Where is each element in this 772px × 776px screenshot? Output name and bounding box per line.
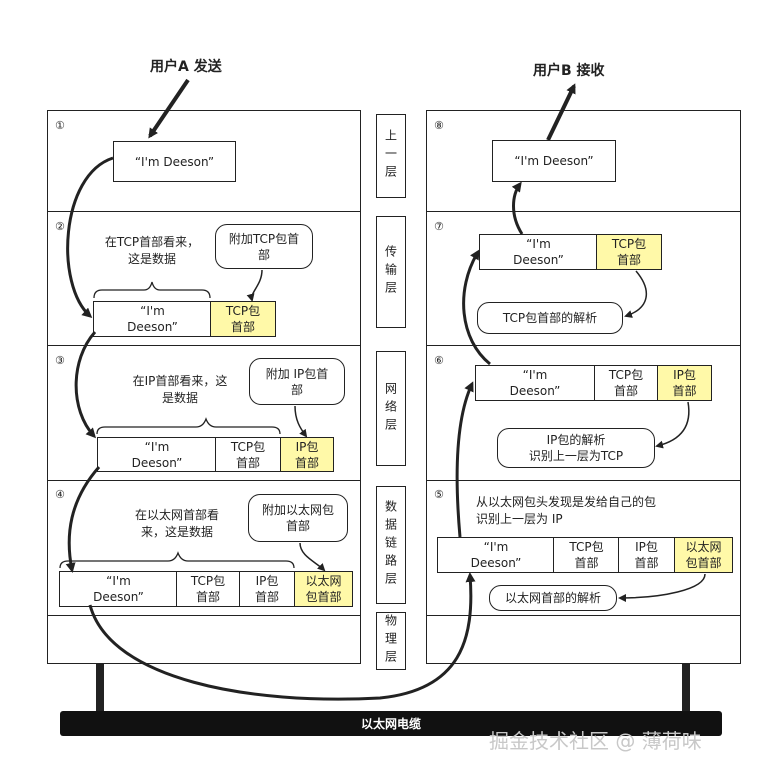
arrow-parse-ip [655, 401, 690, 449]
sender-divider [47, 480, 361, 481]
step-4: ④ [55, 488, 65, 501]
packet-ip-header: IP包 首部 [239, 571, 295, 607]
receiver-divider [426, 345, 741, 346]
cable-post-left [96, 664, 104, 712]
data-box: “I'm Deeson” [492, 140, 616, 182]
brace-datalink [59, 551, 295, 569]
receiver-divider [426, 211, 741, 212]
add-ip-header-bubble: 附加 IP包首 部 [249, 358, 345, 405]
arrow-5-to-6 [455, 381, 474, 538]
network-note: 在IP首部看来，这 是数据 [132, 374, 228, 405]
step-2: ② [55, 220, 65, 233]
packet-ip-header: IP包 首部 [618, 537, 675, 573]
step-3: ③ [55, 354, 65, 367]
watermark: 掘金技术社区 @ 薄荷味 [489, 729, 702, 753]
receiver-divider [426, 480, 741, 481]
arrow-bubble-tcp-add [246, 269, 263, 302]
packet-tcp-header: TCP包 首部 [594, 365, 658, 401]
step-7: ⑦ [434, 220, 444, 233]
step-5: ⑤ [434, 488, 444, 501]
arrow-6-to-7 [462, 249, 491, 366]
packet-data: “I'm Deeson” [437, 537, 555, 573]
packet-data: “I'm Deeson” [479, 234, 598, 270]
packet-data: “I'm Deeson” [475, 365, 595, 401]
packet-tcp-header: TCP包 首部 [215, 437, 281, 472]
arrow-7-to-8 [511, 181, 524, 235]
layer-label-upper: 上一层 [376, 114, 406, 198]
arrow-sender-in [148, 78, 190, 139]
layer-label-datalink: 数据链路层 [376, 486, 406, 604]
packet-data: “I'm Deeson” [97, 437, 217, 472]
ethernet-cable: 以太网电缆 [60, 711, 722, 736]
packet-tcp-header: TCP包 首部 [596, 234, 662, 270]
arrow-receiver-out [546, 83, 576, 141]
layer-label-network: 网络层 [376, 351, 406, 466]
layer-label-physical: 物理层 [376, 612, 406, 670]
data-box: “I'm Deeson” [113, 141, 236, 182]
transport-note: 在TCP首部看来， 这是数据 [104, 235, 200, 266]
arrow-1-to-2 [66, 156, 114, 318]
packet-ip-header: IP包 首部 [657, 365, 712, 401]
add-tcp-header-bubble: 附加TCP包首 部 [215, 224, 313, 269]
sender-title: 用户A 发送 [150, 59, 222, 75]
arrow-bubble-eth-add [299, 542, 326, 572]
arrow-2-to-3 [74, 331, 97, 439]
packet-data: “I'm Deeson” [93, 301, 212, 337]
packet-ethernet-header: 以太网 包首部 [674, 537, 733, 573]
parse-ethernet-header-bubble: 以太网首部的解析 [489, 585, 617, 611]
step-1: ① [55, 119, 65, 132]
arrow-parse-tcp [624, 270, 648, 318]
step-6: ⑥ [434, 354, 444, 367]
arrow-4-to-5 [88, 572, 476, 701]
sender-divider [47, 211, 361, 212]
datalink-note: 在以太网首部看 来，这是数据 [134, 508, 219, 539]
arrow-3-to-4 [65, 466, 101, 573]
packet-ethernet-header: 以太网 包首部 [294, 571, 353, 607]
sender-divider [47, 345, 361, 346]
receiver-divider [426, 615, 741, 616]
brace-transport [93, 281, 211, 299]
arrow-parse-eth [618, 573, 706, 602]
parse-ip-header-bubble: IP包的解析 识别上一层为TCP [497, 428, 655, 468]
packet-tcp-header: TCP包 首部 [176, 571, 240, 607]
packet-tcp-header: TCP包 首部 [553, 537, 620, 573]
arrow-bubble-ip-add [294, 405, 308, 438]
packet-data: “I'm Deeson” [59, 571, 178, 607]
step-8: ⑧ [434, 119, 444, 132]
layer-label-transport: 传输层 [376, 216, 406, 328]
parse-tcp-header-bubble: TCP包首部的解析 [477, 302, 623, 334]
cable-post-right [682, 664, 690, 712]
packet-tcp-header: TCP包 首部 [210, 301, 276, 337]
sender-divider [47, 615, 361, 616]
receiver-title: 用户B 接收 [533, 63, 605, 79]
datalink-note: 从以太网包头发现是发给自己的包 识别上一层为 IP [476, 495, 657, 526]
add-ethernet-header-bubble: 附加以太网包 首部 [248, 494, 348, 542]
brace-network [96, 417, 281, 435]
